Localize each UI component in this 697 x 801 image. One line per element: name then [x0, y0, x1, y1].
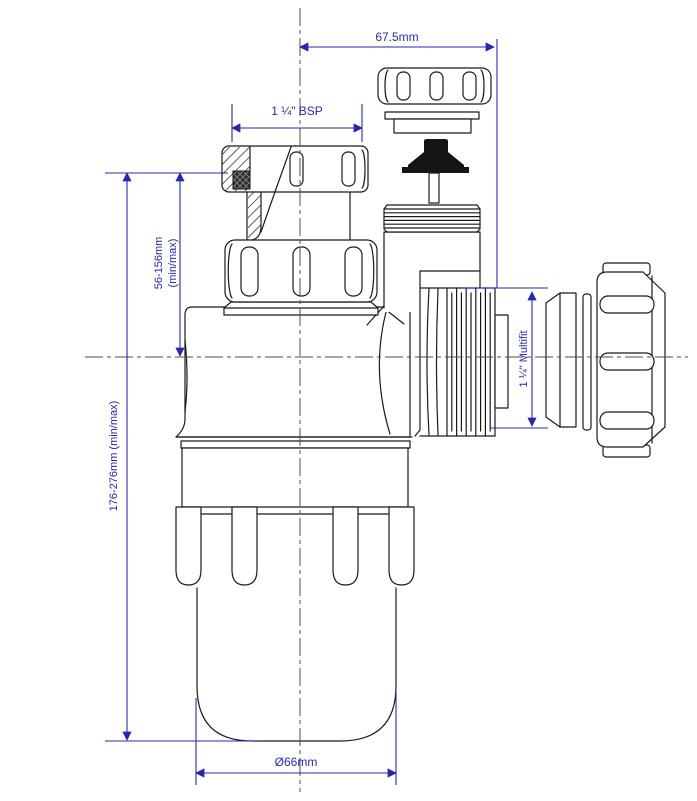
dim-label-adjust-note: (min/max): [167, 239, 179, 288]
cup-body: [196, 587, 397, 742]
elbow-body: [366, 231, 481, 326]
cup-collar: [181, 447, 409, 508]
dim-label-cup-diameter: Ø66mm: [275, 755, 318, 769]
seal-assembly: [402, 139, 469, 204]
outlet-threads: [446, 287, 496, 437]
seal-stem: [428, 172, 440, 204]
spigot-step-ring: [494, 314, 509, 409]
dimension-top-width: 67.5mm: [299, 30, 498, 288]
dimension-inlet-thread: 1 ¼" BSP: [231, 104, 363, 142]
dimension-outlet-size: 1 ¼" Multifit: [462, 287, 548, 429]
dim-label-outlet-size: 1 ¼" Multifit: [518, 330, 530, 387]
outlet-spigot: [414, 287, 509, 437]
inlet-seal: [232, 170, 251, 190]
thread-boss: [383, 204, 481, 233]
dimension-overall-height: 176-276mm (min/max): [105, 172, 258, 742]
swivel-nut-flange: [223, 301, 379, 316]
inlet-tube: [246, 191, 351, 241]
dimension-adjustment-range: 56-156mm (min/max): [153, 172, 185, 357]
dimension-cup-diameter: Ø66mm: [195, 692, 397, 785]
cap-nut: [377, 67, 492, 105]
multifit-nut: [596, 262, 666, 458]
compression-olive: [545, 292, 577, 428]
cup-flange: [175, 436, 413, 449]
cup-flutes: [175, 506, 415, 586]
flange-washer: [384, 111, 480, 134]
dim-label-inlet-thread: 1 ¼" BSP: [271, 104, 323, 118]
dim-label-overall-height: 176-276mm (min/max): [108, 401, 120, 512]
cutaway-curve: [260, 146, 292, 233]
dim-label-top-width: 67.5mm: [375, 30, 418, 44]
washer-gasket: [582, 293, 592, 431]
dim-label-adjust-range: 56-156mm: [153, 237, 165, 290]
inlet-wall-hatch: [248, 192, 261, 240]
trap-body: [175, 306, 411, 438]
swivel-nut: [224, 239, 378, 303]
